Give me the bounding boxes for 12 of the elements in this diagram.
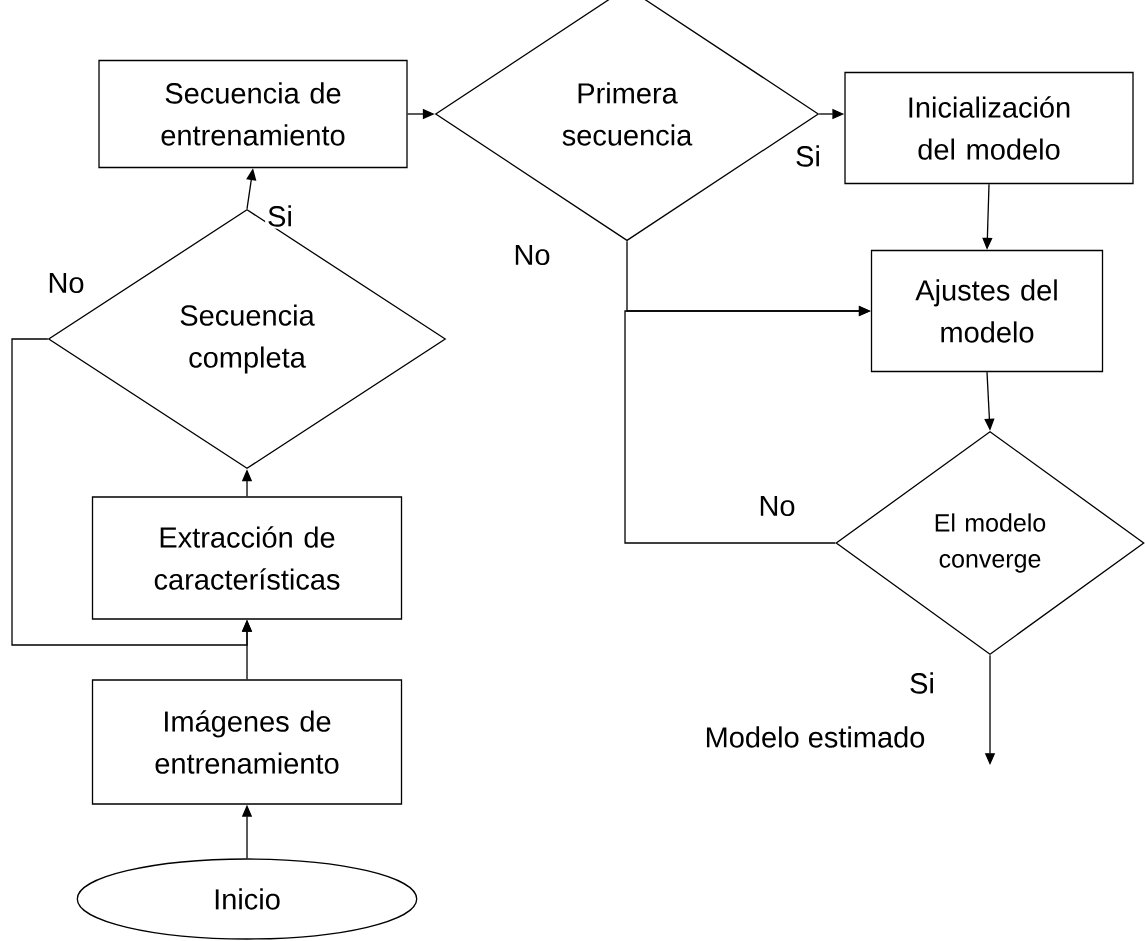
process-box: Ajustes del modelo <box>870 249 1104 373</box>
process-box: Secuencia de entrenamiento <box>98 59 408 169</box>
edge-label: No <box>45 270 87 296</box>
result-label: Modelo estimado <box>706 726 925 748</box>
edge-label: Si <box>265 203 295 229</box>
edge-label: Si <box>793 143 823 169</box>
process-box: Inicialización del modelo <box>844 71 1134 185</box>
process-box: Imágenes de entrenamiento <box>91 679 403 805</box>
edge-label: No <box>756 493 798 519</box>
process-box: Extracción de características <box>91 496 403 620</box>
edge-label: Si <box>907 670 937 696</box>
edge-label: No <box>511 242 553 268</box>
